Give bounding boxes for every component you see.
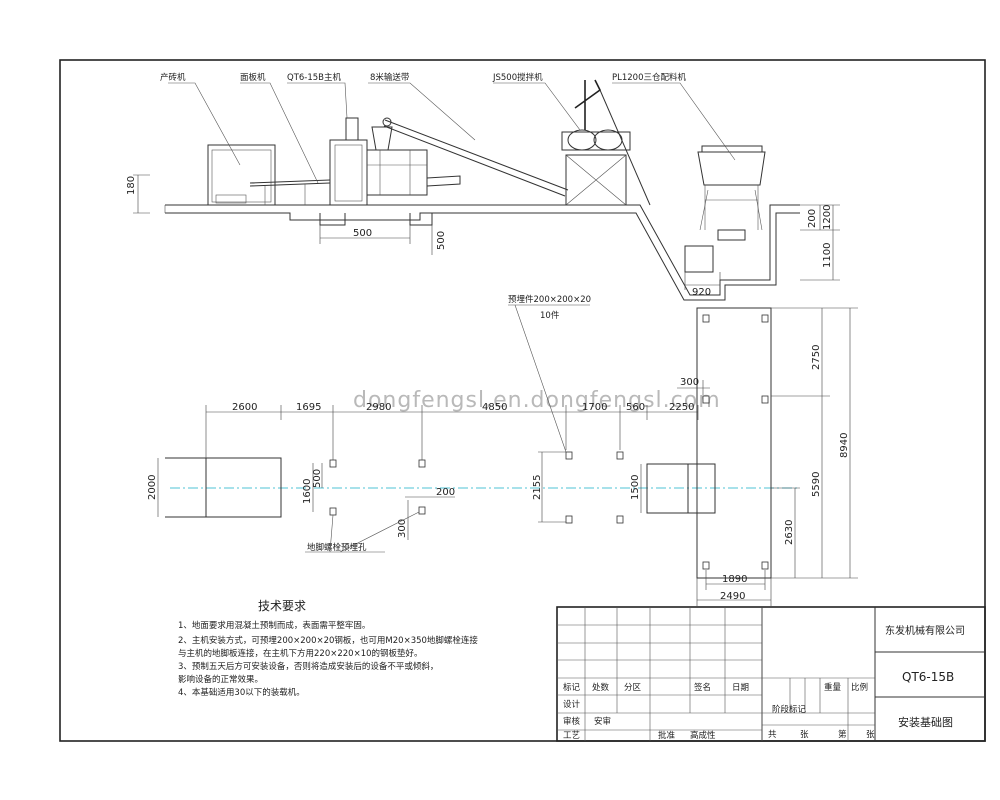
dim-2980: 2980 [366,402,391,413]
callout-embedded-count: 10件 [540,310,560,321]
tb-highlight: 高成性 [690,730,716,741]
watermark: dongfengsl.en.dongfengsl.com [353,388,721,413]
tb-count: 处数 [592,682,610,693]
note-line-4: 3、预制五天后方可安装设备，否则将造成安装后的设备不平或倾斜， [178,661,438,672]
dim-1695: 1695 [296,402,321,413]
tb-drawing-name: 安装基础图 [898,715,953,729]
dim-2750: 2750 [811,345,822,370]
pallet-machine [207,144,276,206]
tb-sheet2: 张 [866,730,875,740]
dim-920: 920 [692,287,711,298]
dim-1890: 1890 [722,574,747,585]
drawing-border [59,59,986,742]
dim-2000: 2000 [147,475,158,500]
tb-company: 东发机械有限公司 [885,624,965,637]
note-line-2: 2、主机安装方式，可预埋200×200×20钢板，也可用M20×350地脚螺栓连… [178,635,478,646]
dim-500: 500 [312,469,323,488]
dim-1600: 1600 [302,479,313,504]
dim-5590: 5590 [811,472,822,497]
tb-zone: 分区 [624,683,642,693]
label-pallet-machine: 产砖机 [160,72,186,83]
dim-1500: 1500 [630,475,641,500]
tb-stage: 阶段标记 [772,704,807,715]
conveyor-belt [382,117,569,197]
technical-notes: 技术要求 1、地面要求用混凝土预制而成，表面需平整牢固。 2、主机安装方式，可预… [178,599,478,698]
note-line-3: 与主机的地脚板连接，在主机下方用220×220×10的钢板垫好。 [178,648,423,659]
plate-feeder [249,179,331,205]
dim-300a: 300 [680,377,699,388]
tb-date: 日期 [732,683,749,693]
elevation-view: 产砖机 面板机 QT6-15B主机 8米输送带 JS500搅拌机 PL1200三… [126,72,840,301]
dim-2155: 2155 [532,475,543,500]
tb-sheet: 张 [800,730,809,740]
tb-process: 工艺 [563,731,580,741]
callout-embedded-plate: 预埋件200×200×20 [508,294,591,305]
dim-8940: 8940 [839,433,850,458]
note-line-5: 影响设备的正常效果。 [178,674,263,685]
tb-standard: 安审 [594,716,611,727]
label-plate-feeder: 面板机 [240,72,266,83]
pallet-foundation [205,457,282,518]
dim-2630: 2630 [784,520,795,545]
title-block: 标记 处数 分区 签名 日期 设计 审核 安审 工艺 批准 高成性 阶段标记 重… [556,606,986,742]
dim-2490: 2490 [720,591,745,602]
tb-mark: 标记 [563,682,581,693]
mixer [561,79,651,206]
batcher [684,145,766,273]
tb-total: 共 [768,730,777,740]
label-conveyor: 8米输送带 [370,72,410,83]
tb-sign: 签名 [694,682,711,693]
dim-560: 560 [626,402,645,413]
tb-check: 审核 [563,716,581,727]
dim-500b: 500 [436,231,447,250]
notes-title: 技术要求 [258,599,306,613]
dim-1200: 1200 [822,205,833,230]
dim-2250: 2250 [669,402,694,413]
tb-approve: 批准 [658,730,676,741]
dim-180: 180 [126,176,137,195]
note-line-6: 4、本基础适用30以下的装载机。 [178,687,305,698]
mixer-foundation [646,463,716,514]
label-main-machine: QT6-15B主机 [287,72,342,83]
dim-1100: 1100 [822,243,833,268]
dim-1700: 1700 [582,402,607,413]
tb-weight: 重量 [824,682,842,693]
tb-design: 设计 [563,699,581,710]
dim-500a: 500 [353,228,372,239]
note-line-1: 1、地面要求用混凝土预制而成，表面需平整牢固。 [178,620,370,631]
tb-page: 第 [838,729,847,740]
batcher-foundation [696,307,772,579]
plan-view: 2600 1695 2980 4850 1700 560 2250 300 27… [147,294,858,606]
dim-300b: 300 [397,519,408,538]
label-batcher: PL1200三仓配料机 [612,72,686,83]
dim-2600: 2600 [232,402,257,413]
main-machine [329,117,461,206]
callout-anchor-holes: 地脚螺栓预埋孔 [307,542,367,553]
dim-4850: 4850 [482,402,507,413]
label-mixer: JS500搅拌机 [492,72,543,83]
tb-model: QT6-15B [902,670,954,684]
dim-200: 200 [436,487,455,498]
dim-200: 200 [807,209,818,228]
tb-scale: 比例 [851,682,868,693]
